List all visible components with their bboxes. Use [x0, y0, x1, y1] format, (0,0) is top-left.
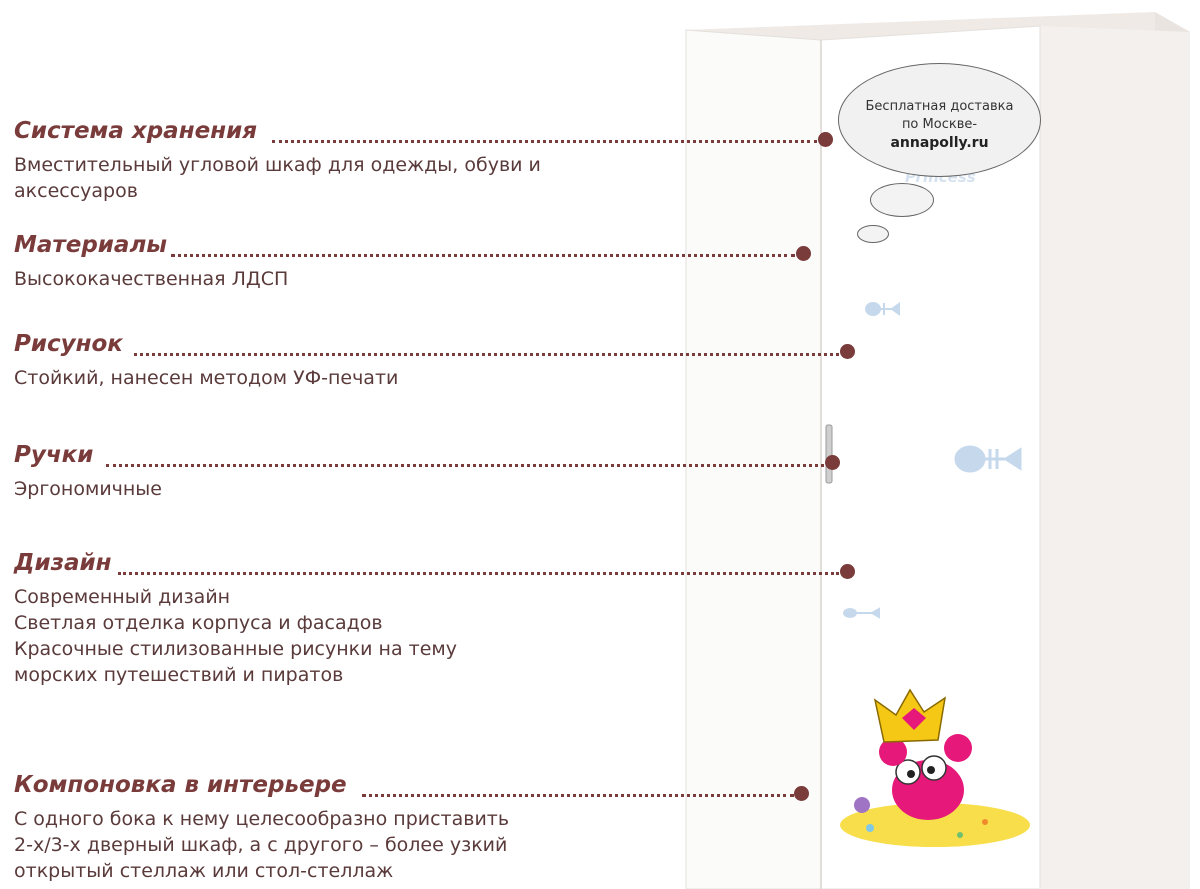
bubble-tail-small [857, 225, 889, 243]
feature-design: Дизайн Современный дизайн Светлая отделк… [14, 550, 855, 688]
leader-line [134, 353, 839, 356]
delivery-line1: Бесплатная доставка [865, 99, 1014, 114]
leader-line [118, 572, 839, 575]
leader-line [272, 140, 817, 143]
feature-drawing: Рисунок Стойкий, нанесен методом УФ-печа… [14, 331, 855, 391]
feature-title: Компоновка в интерьере [14, 772, 347, 798]
feature-title: Ручки [14, 442, 94, 468]
fish-skeleton-icon [954, 445, 1022, 473]
marker-dot [825, 455, 840, 470]
feature-title: Система хранения [14, 118, 257, 144]
feature-desc-line: аксессуаров [14, 180, 138, 202]
feature-desc-line: Высококачественная ЛДСП [14, 268, 289, 290]
site-link[interactable]: annapolly.ru [890, 135, 989, 151]
leader-line [171, 254, 795, 257]
marker-dot [840, 564, 855, 579]
delivery-bubble: Бесплатная доставка по Москве- annapolly… [838, 63, 1041, 177]
feature-desc-line: 2-х/3-х дверный шкаф, а с другого – боле… [14, 834, 508, 856]
feature-title: Материалы [14, 232, 168, 258]
fish-skeleton-icon [843, 607, 880, 619]
feature-desc-line: Эргономичные [14, 478, 163, 500]
feature-desc-line: Красочные стилизованные рисунки на тему [14, 638, 457, 660]
feature-desc-line: открытый стеллаж или стол-стеллаж [14, 860, 394, 882]
feature-title: Рисунок [14, 331, 123, 357]
fish-skeleton-icon [865, 302, 900, 316]
feature-desc-line: Светлая отделка корпуса и фасадов [14, 612, 383, 634]
marker-dot [818, 132, 833, 147]
feature-desc-line: морских путешествий и пиратов [14, 664, 344, 686]
marker-dot [794, 786, 809, 801]
delivery-line2: по Москве- [901, 117, 978, 132]
feature-desc-line: Современный дизайн [14, 586, 231, 608]
feature-storage: Система хранения Вместительный угловой ш… [14, 118, 833, 204]
feature-layout: Компоновка в интерьере С одного бока к н… [14, 772, 809, 884]
feature-desc-line: С одного бока к нему целесообразно прист… [14, 808, 510, 830]
feature-materials: Материалы Высококачественная ЛДСП [14, 232, 811, 292]
marker-dot [796, 246, 811, 261]
feature-title: Дизайн [14, 550, 112, 576]
feature-desc-line: Вместительный угловой шкаф для одежды, о… [14, 154, 541, 176]
leader-line [362, 794, 794, 797]
crab-illustration [840, 688, 1030, 847]
bubble-tail-large [870, 183, 934, 217]
feature-desc-line: Стойкий, нанесен методом УФ-печати [14, 367, 399, 389]
leader-line [106, 464, 824, 467]
marker-dot [840, 344, 855, 359]
feature-handles: Ручки Эргономичные [14, 442, 840, 502]
